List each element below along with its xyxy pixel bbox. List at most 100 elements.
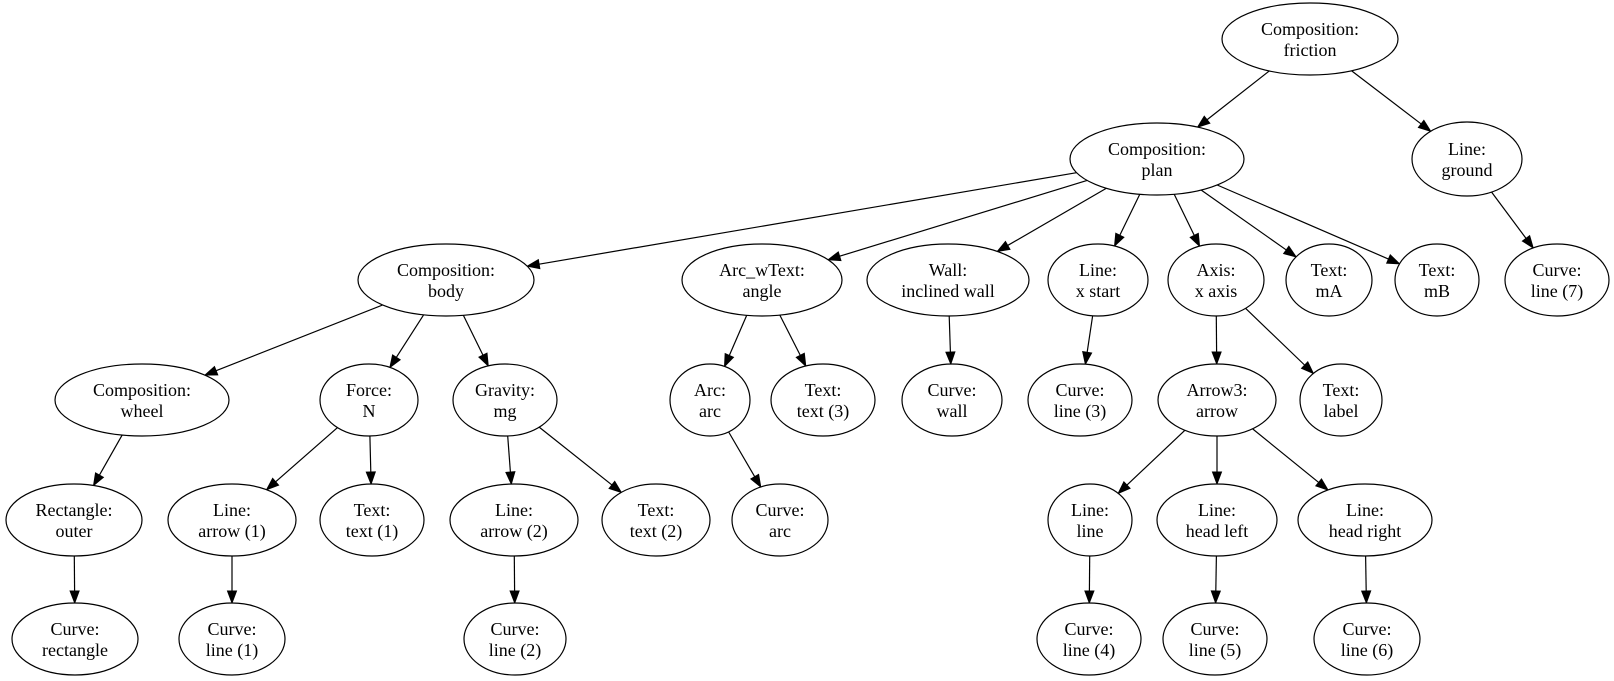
edge-arrow3-arrow--line-head-right: [1252, 428, 1330, 491]
edge-line-ground--curve-line-7: [1491, 191, 1535, 250]
node-text-mb: Text:mB: [1394, 243, 1480, 317]
edge-wall-inclined-wall--curve-wall: [945, 315, 956, 366]
node-label-curve-wall-line2: wall: [937, 401, 968, 421]
node-label-line-head-left-line1: Line:: [1198, 500, 1236, 520]
node-label-text-label-line1: Text:: [1323, 380, 1360, 400]
node-label-line-arrow-2-line2: arrow (2): [480, 521, 547, 542]
node-composition-wheel: Composition:wheel: [54, 363, 230, 437]
edge-line-arrow-1--curve-line-1: [226, 556, 238, 605]
node-curve-line-7: Curve:line (7): [1504, 243, 1610, 317]
node-label-text-text-2-line2: text (2): [630, 521, 682, 542]
node-arcwtext-angle: Arc_wText:angle: [681, 243, 843, 317]
node-label-line-ground-line1: Line:: [1448, 139, 1486, 159]
node-label-curve-line-5-line2: line (5): [1189, 640, 1241, 661]
node-text-text-3: Text:text (3): [770, 363, 876, 437]
node-label-text-ma-line1: Text:: [1311, 260, 1348, 280]
node-label-axis-x-axis-line2: x axis: [1195, 281, 1238, 301]
node-label-curve-rectangle-line2: rectangle: [42, 640, 108, 660]
node-label-line-arrow-1-line1: Line:: [213, 500, 251, 520]
node-curve-line-6: Curve:line (6): [1313, 602, 1421, 676]
edge-composition-body--force-n: [389, 314, 425, 369]
node-label-text-mb-line2: mB: [1424, 281, 1450, 301]
node-label-curve-arc-line2: arc: [769, 521, 791, 541]
edge-composition-body--gravity-mg: [462, 315, 489, 368]
node-line-arrow-2: Line:arrow (2): [449, 483, 579, 557]
node-label-arrow3-arrow-line2: arrow: [1196, 401, 1238, 421]
edge-arcwtext-angle--arc-arc: [723, 315, 748, 368]
node-arc-arc: Arc:arc: [669, 363, 751, 437]
node-label-curve-line-7-line2: line (7): [1531, 281, 1583, 302]
node-label-curve-arc-line1: Curve:: [756, 500, 805, 520]
node-curve-line-2: Curve:line (2): [463, 602, 567, 676]
node-curve-line-5: Curve:line (5): [1162, 602, 1268, 676]
node-label-line-ground-line2: ground: [1442, 160, 1493, 180]
node-label-wall-inclined-wall-line1: Wall:: [929, 260, 968, 280]
node-label-arc-arc-line1: Arc:: [694, 380, 726, 400]
node-label-composition-wheel-line1: Composition:: [93, 380, 191, 400]
edge-arrow3-arrow--line-line: [1117, 429, 1186, 495]
node-label-force-n-line2: N: [363, 401, 376, 421]
node-wall-inclined-wall: Wall:inclined wall: [866, 243, 1030, 317]
node-text-ma: Text:mA: [1285, 243, 1373, 317]
edge-rectangle-outer--curve-rectangle: [69, 555, 80, 605]
node-label-curve-line-5-line1: Curve:: [1191, 619, 1240, 639]
edge-composition-friction--line-ground: [1351, 70, 1432, 133]
node-label-gravity-mg-line1: Gravity:: [475, 380, 535, 400]
node-label-line-x-start-line1: Line:: [1079, 260, 1117, 280]
edge-gravity-mg--line-arrow-2: [505, 435, 516, 486]
edge-composition-plan--text-ma: [1200, 189, 1298, 258]
edge-composition-body--composition-wheel: [203, 304, 383, 376]
edge-composition-plan--wall-inclined-wall: [996, 187, 1107, 253]
node-line-head-left: Line:head left: [1156, 483, 1278, 557]
node-label-curve-line-4-line1: Curve:: [1065, 619, 1114, 639]
node-label-curve-line-6-line2: line (6): [1341, 640, 1393, 661]
node-label-text-text-3-line2: text (3): [797, 401, 849, 422]
node-composition-plan: Composition:plan: [1069, 122, 1245, 196]
node-label-curve-line-3-line2: line (3): [1054, 401, 1106, 422]
node-line-ground: Line:ground: [1411, 121, 1523, 197]
node-rectangle-outer: Rectangle:outer: [5, 483, 143, 557]
node-label-composition-plan-line1: Composition:: [1108, 139, 1206, 159]
node-curve-line-1: Curve:line (1): [178, 602, 286, 676]
node-line-head-right: Line:head right: [1297, 483, 1433, 557]
edge-composition-wheel--rectangle-outer: [92, 434, 123, 487]
node-label-axis-x-axis-line1: Axis:: [1196, 260, 1235, 280]
node-label-line-head-left-line2: head left: [1186, 521, 1248, 541]
edge-force-n--text-text-1: [365, 435, 377, 486]
node-label-line-line-line2: line: [1077, 521, 1104, 541]
node-text-label: Text:label: [1299, 363, 1383, 437]
edge-gravity-mg--text-text-2: [538, 426, 623, 494]
node-label-composition-body-line1: Composition:: [397, 260, 495, 280]
node-curve-line-3: Curve:line (3): [1027, 363, 1133, 437]
node-label-text-label-line2: label: [1324, 401, 1359, 421]
edge-line-arrow-2--curve-line-2: [509, 555, 520, 605]
node-label-force-n-line1: Force:: [346, 380, 392, 400]
node-label-line-arrow-2-line1: Line:: [495, 500, 533, 520]
edge-composition-plan--line-x-start: [1113, 194, 1141, 248]
node-composition-body: Composition:body: [357, 243, 535, 317]
node-label-composition-plan-line2: plan: [1142, 160, 1173, 180]
edge-composition-plan--axis-x-axis: [1173, 194, 1201, 248]
node-label-curve-line-1-line2: line (1): [206, 640, 258, 661]
edge-composition-plan--text-mb: [1216, 184, 1401, 265]
node-label-curve-wall-line1: Curve:: [928, 380, 977, 400]
edge-composition-friction--composition-plan: [1196, 70, 1270, 129]
node-label-curve-line-2-line2: line (2): [489, 640, 541, 661]
node-force-n: Force:N: [319, 363, 419, 437]
edge-arrow3-arrow--line-head-left: [1211, 436, 1223, 486]
node-curve-rectangle: Curve:rectangle: [11, 602, 139, 676]
node-label-curve-rectangle-line1: Curve:: [51, 619, 100, 639]
edge-line-head-left--curve-line-5: [1210, 555, 1222, 605]
node-label-curve-line-4-line2: line (4): [1063, 640, 1115, 661]
node-line-x-start: Line:x start: [1047, 243, 1149, 317]
node-label-text-text-1-line2: text (1): [346, 521, 398, 542]
node-label-text-mb-line1: Text:: [1419, 260, 1456, 280]
edge-line-head-right--curve-line-6: [1360, 555, 1372, 605]
node-line-arrow-1: Line:arrow (1): [167, 483, 297, 557]
node-label-arcwtext-angle-line2: angle: [743, 281, 782, 301]
node-text-text-2: Text:text (2): [601, 483, 711, 557]
node-label-text-text-3-line1: Text:: [805, 380, 842, 400]
edge-axis-x-axis--arrow3-arrow: [1211, 315, 1222, 366]
edge-axis-x-axis--text-label: [1245, 307, 1315, 375]
